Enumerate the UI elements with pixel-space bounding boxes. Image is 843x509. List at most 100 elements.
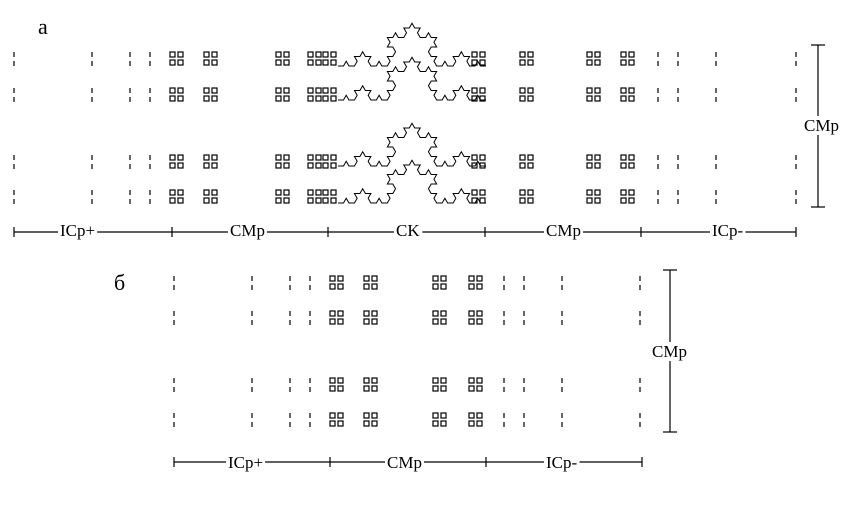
- square-mark: [620, 59, 627, 66]
- square-mark: [322, 87, 329, 94]
- square-mark: [519, 189, 526, 196]
- square-mark: [337, 377, 344, 384]
- square-mark: [363, 275, 370, 282]
- square-mark: [169, 189, 176, 196]
- square-mark: [330, 95, 337, 102]
- square-mark: [527, 59, 534, 66]
- square-mark: [479, 51, 486, 58]
- square-mark: [169, 87, 176, 94]
- square-mark: [177, 197, 184, 204]
- square-mark: [307, 95, 314, 102]
- square-mark: [275, 87, 282, 94]
- square-mark: [363, 412, 370, 419]
- square-mark: [468, 377, 475, 384]
- axes: [13, 44, 825, 467]
- panel-b-marks: [173, 275, 641, 427]
- square-mark: [177, 59, 184, 66]
- square-mark: [315, 51, 322, 58]
- label-mask: [228, 221, 267, 240]
- square-mark: [471, 154, 478, 161]
- square-mark: [307, 87, 314, 94]
- square-mark: [330, 51, 337, 58]
- square-mark: [476, 377, 483, 384]
- label-mask: [544, 221, 583, 240]
- square-mark: [628, 59, 635, 66]
- square-mark: [440, 412, 447, 419]
- square-mark: [594, 162, 601, 169]
- panel-a-vertical-label: CMp: [804, 116, 839, 135]
- square-mark: [211, 162, 218, 169]
- square-mark: [275, 154, 282, 161]
- square-mark: [594, 189, 601, 196]
- square-mark: [468, 385, 475, 392]
- square-mark: [363, 420, 370, 427]
- square-mark: [169, 154, 176, 161]
- square-mark: [275, 162, 282, 169]
- square-mark: [177, 95, 184, 102]
- square-mark: [527, 154, 534, 161]
- square-mark: [620, 51, 627, 58]
- square-mark: [468, 420, 475, 427]
- square-mark: [169, 162, 176, 169]
- square-mark: [620, 154, 627, 161]
- square-mark: [594, 59, 601, 66]
- square-mark: [315, 162, 322, 169]
- square-mark: [283, 197, 290, 204]
- square-mark: [329, 412, 336, 419]
- square-mark: [594, 95, 601, 102]
- square-mark: [371, 412, 378, 419]
- square-mark: [330, 197, 337, 204]
- square-mark: [586, 59, 593, 66]
- square-mark: [363, 377, 370, 384]
- square-mark: [177, 154, 184, 161]
- koch-curve: [338, 122, 486, 167]
- square-mark: [363, 318, 370, 325]
- square-mark: [440, 385, 447, 392]
- label-mask: [385, 453, 424, 472]
- square-mark: [471, 189, 478, 196]
- square-mark: [527, 162, 534, 169]
- label-mask: [710, 221, 746, 240]
- square-mark: [432, 412, 439, 419]
- square-mark: [283, 59, 290, 66]
- square-mark: [275, 59, 282, 66]
- square-mark: [363, 283, 370, 290]
- square-mark: [527, 87, 534, 94]
- square-mark: [330, 154, 337, 161]
- square-mark: [322, 189, 329, 196]
- koch-curve: [338, 56, 486, 101]
- square-mark: [169, 197, 176, 204]
- square-mark: [371, 283, 378, 290]
- square-mark: [628, 51, 635, 58]
- panel-a-label-icp-minus: ICp-: [712, 221, 744, 240]
- panel-a-koch-curves: [338, 22, 486, 204]
- square-mark: [476, 283, 483, 290]
- square-mark: [169, 51, 176, 58]
- square-mark: [479, 189, 486, 196]
- square-mark: [527, 95, 534, 102]
- panel-a-label-cmp-right: CMp: [546, 221, 581, 240]
- square-mark: [476, 420, 483, 427]
- square-mark: [307, 197, 314, 204]
- square-mark: [169, 95, 176, 102]
- square-mark: [468, 275, 475, 282]
- square-mark: [203, 162, 210, 169]
- label-mask: [226, 453, 266, 472]
- square-mark: [468, 310, 475, 317]
- square-mark: [440, 283, 447, 290]
- square-mark: [471, 51, 478, 58]
- square-mark: [620, 162, 627, 169]
- square-mark: [283, 154, 290, 161]
- square-mark: [322, 154, 329, 161]
- square-mark: [479, 154, 486, 161]
- koch-curve: [338, 159, 486, 204]
- square-mark: [329, 310, 336, 317]
- square-mark: [337, 275, 344, 282]
- square-mark: [337, 420, 344, 427]
- label-mask: [650, 342, 689, 361]
- square-mark: [211, 197, 218, 204]
- square-mark: [307, 154, 314, 161]
- square-mark: [283, 162, 290, 169]
